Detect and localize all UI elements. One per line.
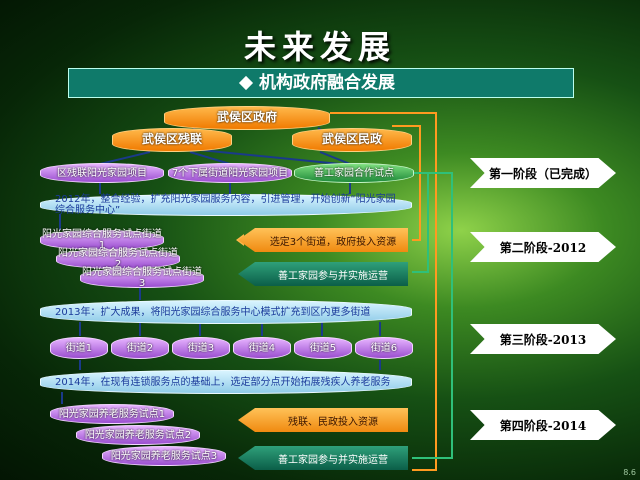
pilot-cooperation: 善工家园合作试点 <box>294 163 414 183</box>
stage-2: 第二阶段-2012 <box>470 232 616 262</box>
connector-line <box>189 151 231 165</box>
diamond-icon <box>238 75 254 91</box>
arrow-operation-2012: 善工家园参与并实施运营 <box>238 262 408 286</box>
pilot-2012-1: 阳光家园综合服务试点街道1 <box>40 229 164 251</box>
street-4: 街道4 <box>233 337 291 359</box>
pilot-2014-1: 阳光家园养老服务试点1 <box>50 404 174 424</box>
connector-line <box>99 151 151 165</box>
cylinder-gov: 武侯区政府 <box>164 106 330 130</box>
street-1: 街道1 <box>50 337 108 359</box>
arrow-resources-2012: 选定3个街道，政府投入资源 <box>238 228 408 252</box>
band-2013: 2013年：扩大成果，将阳光家园综合服务中心模式扩充到区内更多街道 <box>40 300 412 324</box>
arrow-operation-2014: 善工家园参与并实施运营 <box>238 446 408 470</box>
pilot-2012-2: 阳光家园综合服务试点街道2 <box>56 248 180 270</box>
street-6: 街道6 <box>355 337 413 359</box>
project-district: 区残联阳光家园项目 <box>40 163 164 183</box>
connector-line-green <box>412 172 453 459</box>
street-3: 街道3 <box>172 337 230 359</box>
project-subdistricts: 7个下属街道阳光家园项目 <box>168 163 292 183</box>
connector-line <box>199 149 341 165</box>
pilot-2012-3: 阳光家园综合服务试点街道3 <box>80 267 204 289</box>
cylinder-disabled-federation: 武侯区残联 <box>112 128 232 152</box>
arrow-resources-2014: 残联、民政投入资源 <box>238 408 408 432</box>
band-2014: 2014年，在现有连锁服务点的基础上，选定部分点开始拓展残疾人养老服务 <box>40 370 412 394</box>
pilot-2014-2: 阳光家园养老服务试点2 <box>76 425 200 445</box>
stage-4: 第四阶段-2014 <box>470 410 616 440</box>
stage-3: 第三阶段-2013 <box>470 324 616 354</box>
connector-line-orange <box>330 112 437 471</box>
band-2012: 2012年，整合经验，扩充阳光家园服务内容，引进管理，开始创新“阳光家园综合服务… <box>40 194 412 216</box>
connector-line <box>319 151 351 165</box>
pilot-2014-3: 阳光家园养老服务试点3 <box>102 446 226 466</box>
banner-text: 机构政府融合发展 <box>259 73 395 93</box>
section-banner: 机构政府融合发展 <box>68 68 574 98</box>
street-2: 街道2 <box>111 337 169 359</box>
stage-1: 第一阶段（已完成） <box>470 158 616 188</box>
street-5: 街道5 <box>294 337 352 359</box>
page-title: 未来发展 <box>243 28 396 66</box>
connector-line-orange <box>392 125 421 241</box>
corner-mark: 8.6 <box>623 468 636 477</box>
cylinder-civil-affairs: 武侯区民政 <box>292 128 412 152</box>
